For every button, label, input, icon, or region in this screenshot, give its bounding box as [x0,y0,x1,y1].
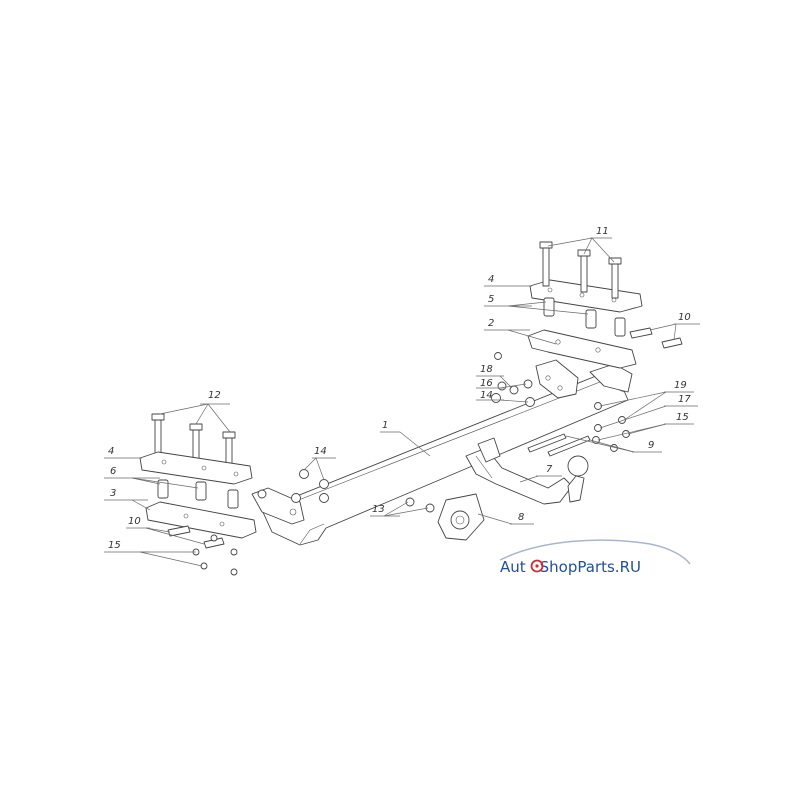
right-nuts [491,352,535,407]
callout-10-left: 10 [128,516,141,527]
right-plate [529,279,643,313]
callout-7: 7 [546,464,553,475]
callout-1: 1 [382,420,388,431]
left-bracket [145,501,257,539]
callout-16: 16 [480,378,493,389]
callout-labels: 11 4 5 2 10 18 16 14 19 17 15 9 1 7 8 13… [108,226,691,551]
callout-18: 18 [480,364,493,375]
callout-8: 8 [518,512,524,523]
washers-right [592,402,630,452]
right-sleeves [543,297,626,337]
callout-15-left: 15 [108,540,121,551]
left-sleeves [157,479,239,509]
callout-13: 13 [372,504,385,515]
left-plate [139,451,253,485]
callout-19: 19 [674,380,687,391]
center-nuts [257,469,435,513]
callout-2: 2 [488,318,494,329]
callout-3: 3 [110,488,116,499]
callout-12: 12 [208,390,221,401]
socket-plate [437,493,485,541]
callout-4-left: 4 [108,446,114,457]
watermark-text-a: Aut [500,558,526,576]
callout-14-center: 14 [314,446,327,457]
callout-9: 9 [648,440,654,451]
right-bracket [527,329,637,399]
ball-mount [465,437,589,505]
callout-14-right: 14 [480,390,493,401]
callout-4-right: 4 [488,274,494,285]
wheel-icon [530,559,544,573]
leader-lines [104,237,700,567]
car-swoosh-icon [499,539,691,565]
callout-11: 11 [596,226,609,237]
callout-15-right: 15 [676,412,689,423]
callout-10-right: 10 [678,312,691,323]
callout-17: 17 [678,394,691,405]
callout-5: 5 [488,294,494,305]
callout-6: 6 [110,466,116,477]
watermark-text-b: ShopParts.RU [540,558,641,576]
watermark-logo: Aut ShopParts.RU [499,539,691,576]
